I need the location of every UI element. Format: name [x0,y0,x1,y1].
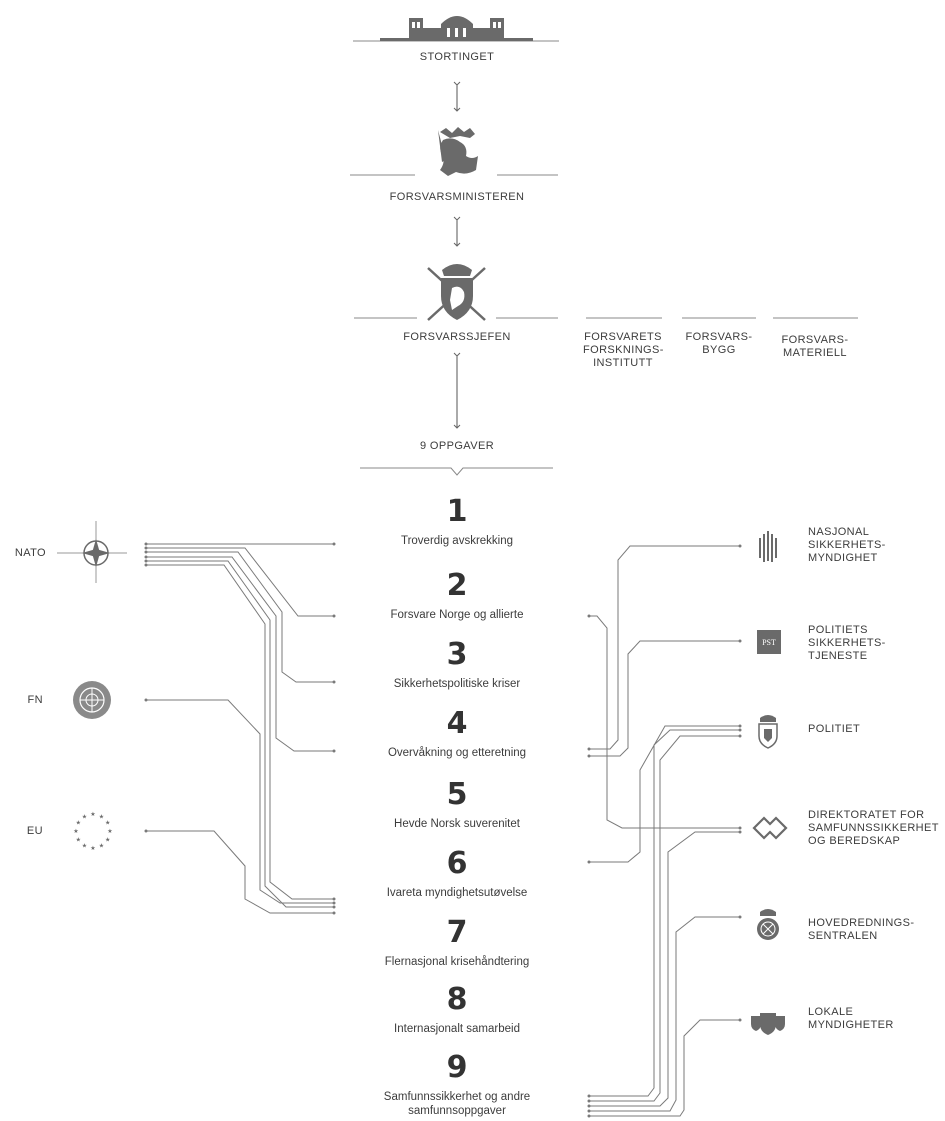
pst-label: POLITIETS SIKKERHETS- TJENESTE [808,624,886,662]
eu-star: ★ [99,843,104,850]
eu-star: ★ [107,828,112,835]
pst-logo-icon: PST [757,630,781,654]
left-connectors [146,543,334,914]
task-number-7: 7 [446,915,468,950]
pst-logo-text: PST [762,638,776,647]
eu-star: ★ [82,813,87,820]
eu-star: ★ [73,828,78,835]
tasks-rule [360,467,553,476]
ffi-label: FORSVARETS FORSKNINGS- INSTITUTT [583,331,664,369]
shields-icon [751,1013,785,1035]
task-number-2: 2 [446,568,468,603]
forsvarsmateriell-label: FORSVARS- MATERIELL [781,334,849,359]
eu-star: ★ [90,811,95,818]
task-number-9: 9 [446,1050,468,1085]
task-label-8: Internasjonalt samarbeid [394,1023,520,1035]
task-label-5: Hevde Norsk suverenitet [394,818,520,830]
fn-label: FN [27,694,43,706]
task-number-4: 4 [446,706,468,741]
nato-label: NATO [14,547,46,559]
police-crest-icon [758,715,778,749]
norwegian-lion-icon [438,127,478,176]
nsm-label: NASJONAL SIKKERHETS- MYNDIGHET [808,526,886,564]
forsvarssjefen-label: FORSVARSSJEFEN [403,331,511,343]
forsvarsministeren-label: FORSVARSMINISTEREN [389,191,525,203]
task-label-3: Sikkerhetspolitiske kriser [393,678,521,690]
task-number-6: 6 [446,846,468,881]
un-emblem-icon [73,681,111,719]
dsb-label: DIREKTORATET FOR SAMFUNNSSIKKERHET OG BE… [808,809,939,847]
eu-star: ★ [76,820,81,827]
task-number-8: 8 [446,982,468,1017]
armed-forces-crest-icon [427,264,486,321]
task-label-1: Troverdig avskrekking [400,535,514,547]
task-label-2: Forsvare Norge og allierte [390,609,524,621]
rescue-crest-icon [757,909,779,940]
stortinget-label: STORTINGET [419,51,495,63]
hrs-label: HOVEDREDNINGS- SENTRALEN [808,917,915,942]
dsb-logo-icon [752,816,788,840]
task-label-9: Samfunnssikkerhet og andre samfunnsoppga… [383,1091,531,1117]
task-label-6: Ivareta myndighetsutøvelse [386,887,528,899]
forsvarsbygg-label: FORSVARS- BYGG [685,331,753,356]
task-label-7: Flernasjonal krisehåndtering [384,956,530,968]
eu-star: ★ [105,837,110,844]
local-authorities-label: LOKALE MYNDIGHETER [808,1006,894,1031]
nsm-logo-icon [759,531,777,562]
task-number-3: 3 [446,637,468,672]
eu-stars-icon: ★★★★★★★★★★★★ [73,811,112,852]
eu-star: ★ [105,820,110,827]
stortinget-building-icon [380,16,533,41]
eu-star: ★ [76,837,81,844]
oppgaver-label: 9 OPPGAVER [419,440,495,452]
task-number-5: 5 [446,777,468,812]
task-number-1: 1 [446,494,468,529]
nato-compass-icon [82,539,110,567]
eu-star: ★ [90,845,95,852]
eu-label: EU [26,825,43,837]
politiet-label: POLITIET [808,723,861,735]
right-connectors [589,545,740,1117]
task-label-4: Overvåkning og etteretning [387,747,527,759]
eu-star: ★ [99,813,104,820]
eu-star: ★ [82,843,87,850]
